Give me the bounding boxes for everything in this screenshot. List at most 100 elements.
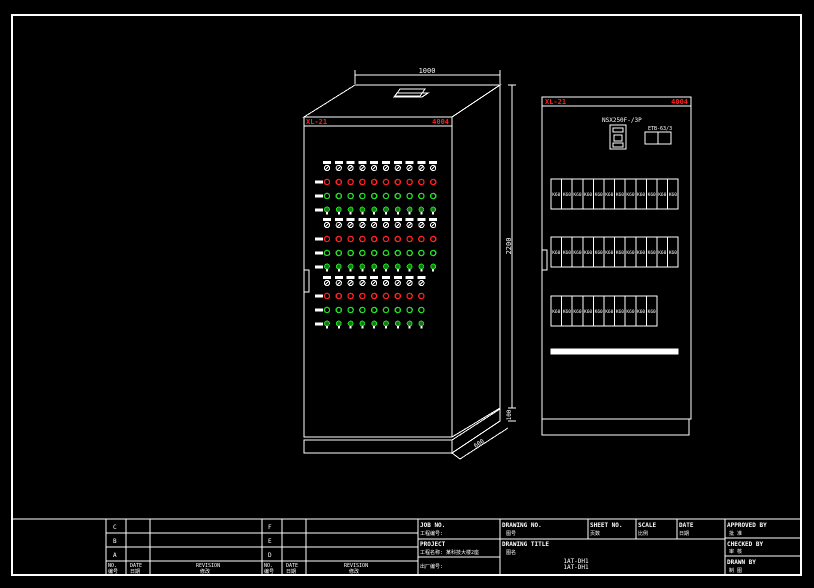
rev-date-cn: 日期 — [130, 569, 140, 575]
inside-handle — [541, 249, 548, 271]
pilot-lamp — [347, 320, 354, 329]
red-indicator-light — [359, 178, 366, 186]
breaker-label: K60 — [626, 309, 634, 315]
title-block — [11, 518, 802, 576]
green-indicator-light — [394, 192, 402, 200]
front-panel-tag: 4004 — [432, 118, 449, 126]
green-indicator-light — [347, 192, 354, 200]
pilot-lamp — [324, 320, 330, 329]
breaker-label: K60 — [552, 250, 560, 256]
red-indicator-light — [370, 178, 378, 186]
pilot-lamp — [383, 263, 389, 272]
red-indicator-light — [429, 235, 437, 243]
branch-breaker: K60 — [571, 295, 584, 327]
green-indicator-light — [370, 306, 378, 314]
drawing-title-value-2: 1AT-DH1 — [563, 564, 589, 571]
rev-row-d: D — [268, 552, 272, 559]
row-label-tag — [315, 265, 323, 269]
pilot-lamp — [335, 320, 342, 329]
pilot-lamp — [383, 206, 389, 215]
green-indicator-light — [359, 192, 366, 200]
pilot-lamp — [394, 320, 401, 329]
red-indicator-light — [335, 178, 343, 186]
date2-cn: 日期 — [679, 531, 689, 537]
breaker-label: K60 — [605, 309, 613, 315]
rev-row-c: C — [113, 524, 117, 531]
breaker-label: K60 — [563, 250, 571, 256]
branch-breaker: K60 — [550, 178, 563, 210]
revision-label-2: REVISION — [344, 563, 368, 569]
selector-switch — [417, 276, 426, 287]
branch-breaker: K60 — [582, 178, 594, 210]
width-dimension: 1000 — [419, 67, 436, 75]
main-breaker — [609, 124, 627, 150]
pilot-lamp — [430, 206, 437, 215]
row-label-tag — [315, 208, 323, 212]
breaker-label: K60 — [637, 192, 645, 198]
branch-breaker: K60 — [571, 236, 584, 268]
green-indicator-light — [406, 192, 413, 200]
branch-breaker: K60 — [614, 236, 626, 268]
green-indicator-light — [406, 306, 413, 314]
branch-breaker: K60 — [635, 178, 647, 210]
drawn-cn: 制 图 — [729, 567, 742, 574]
drawing-title-value-1: 1AT-DH1 — [563, 558, 589, 565]
pilot-lamp — [359, 206, 366, 215]
factory-no: 出厂编号: — [420, 563, 443, 570]
breaker-label: K60 — [637, 250, 645, 256]
selector-switch — [334, 218, 343, 229]
pilot-lamp — [359, 320, 366, 329]
red-indicator-light — [406, 292, 413, 300]
green-indicator-light — [335, 306, 343, 314]
base-dimension: 100 — [506, 409, 513, 420]
branch-breaker: K60 — [592, 178, 605, 210]
height-dimension: 2200 — [505, 238, 513, 255]
red-indicator-light — [418, 292, 425, 300]
branch-breaker: K60 — [550, 295, 563, 327]
green-indicator-light — [418, 306, 425, 314]
checked-cn: 审 核 — [729, 548, 742, 555]
red-indicator-light — [347, 235, 354, 243]
row-label-tag — [315, 294, 323, 298]
selector-switch — [358, 218, 367, 229]
branch-breaker: K60 — [561, 178, 573, 210]
breaker-label: K60 — [605, 192, 613, 198]
approved-label: APPROVED BY — [727, 522, 767, 529]
job-no-label: JOB NO. — [420, 522, 445, 529]
sheet-no-cn: 页数 — [590, 530, 600, 537]
breaker-label: K60 — [616, 250, 624, 256]
breaker-label: K60 — [563, 309, 571, 315]
breaker-label: K60 — [605, 250, 613, 256]
row-label-tag — [315, 322, 323, 326]
breaker-label: K60 — [595, 309, 603, 315]
green-indicator-light — [382, 192, 390, 200]
branch-breaker: K60 — [645, 295, 658, 327]
branch-breaker: K60 — [592, 295, 605, 327]
rev-no-cn: 编号 — [108, 568, 118, 575]
pilot-lamp — [335, 206, 342, 215]
project-label: PROJECT — [420, 541, 446, 548]
selector-switch — [382, 161, 390, 172]
red-indicator-light — [382, 292, 390, 300]
approved-cn: 批 准 — [729, 530, 742, 537]
breaker-label: K60 — [616, 309, 624, 315]
breaker-label: K60 — [595, 250, 603, 256]
pilot-lamp — [418, 263, 425, 272]
green-indicator-light — [347, 249, 354, 257]
selector-switch — [358, 276, 367, 287]
breaker-label: K60 — [573, 309, 581, 315]
depth-dimension: 600 — [473, 438, 486, 450]
breaker-label: K60 — [573, 192, 581, 198]
branch-breaker: K60 — [656, 236, 669, 268]
red-indicator-light — [359, 235, 366, 243]
breaker-label: K60 — [648, 192, 656, 198]
branch-breaker: K60 — [603, 178, 616, 210]
breaker-label: K60 — [658, 250, 666, 256]
branch-breaker: K60 — [645, 178, 658, 210]
selector-switch — [429, 161, 438, 172]
main-breaker-label: NSX250F-/3P — [602, 117, 642, 124]
breaker-label: K60 — [648, 250, 656, 256]
red-indicator-light — [370, 235, 378, 243]
branch-breaker: K60 — [614, 295, 626, 327]
pilot-lamp — [406, 320, 413, 329]
